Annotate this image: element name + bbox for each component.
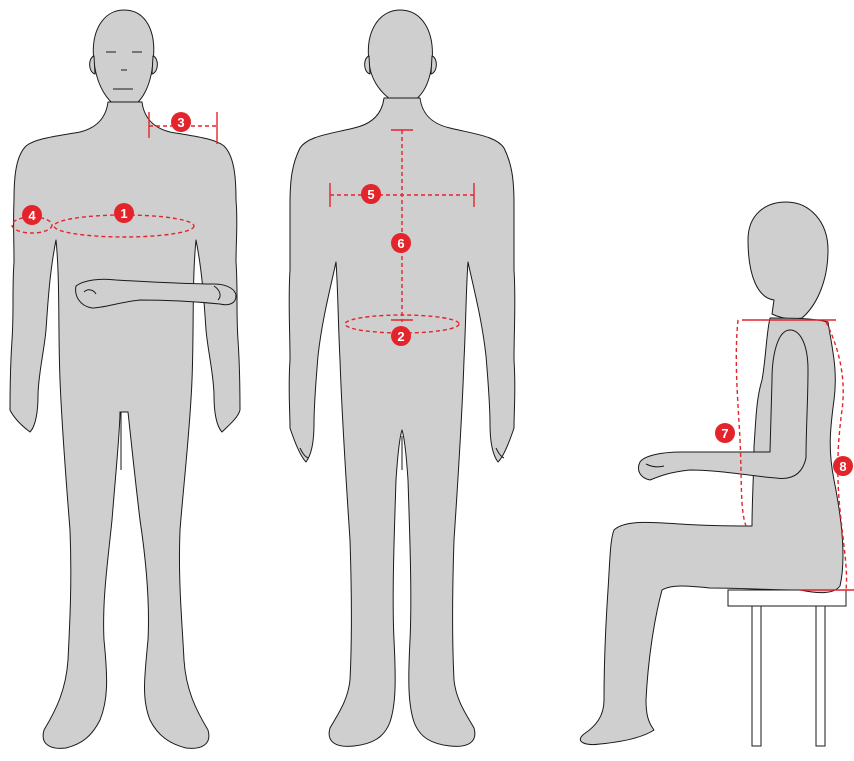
marker-8: 8 <box>833 456 853 476</box>
marker-6-label: 6 <box>397 236 404 251</box>
back-standing-figure <box>289 10 515 746</box>
marker-6: 6 <box>391 233 411 253</box>
stool <box>728 590 846 746</box>
marker-1: 1 <box>114 203 134 223</box>
seated-side-figure <box>580 202 854 746</box>
marker-1-label: 1 <box>120 206 127 221</box>
marker-4: 4 <box>22 205 42 225</box>
marker-3: 3 <box>171 112 191 132</box>
front-standing-figure <box>10 10 240 748</box>
marker-3-label: 3 <box>177 115 184 130</box>
marker-2-label: 2 <box>397 329 404 344</box>
marker-5-label: 5 <box>367 187 374 202</box>
marker-7: 7 <box>715 423 735 443</box>
marker-7-label: 7 <box>721 426 728 441</box>
marker-2: 2 <box>391 326 411 346</box>
marker-4-label: 4 <box>28 208 36 223</box>
marker-5: 5 <box>361 184 381 204</box>
marker-8-label: 8 <box>839 459 846 474</box>
